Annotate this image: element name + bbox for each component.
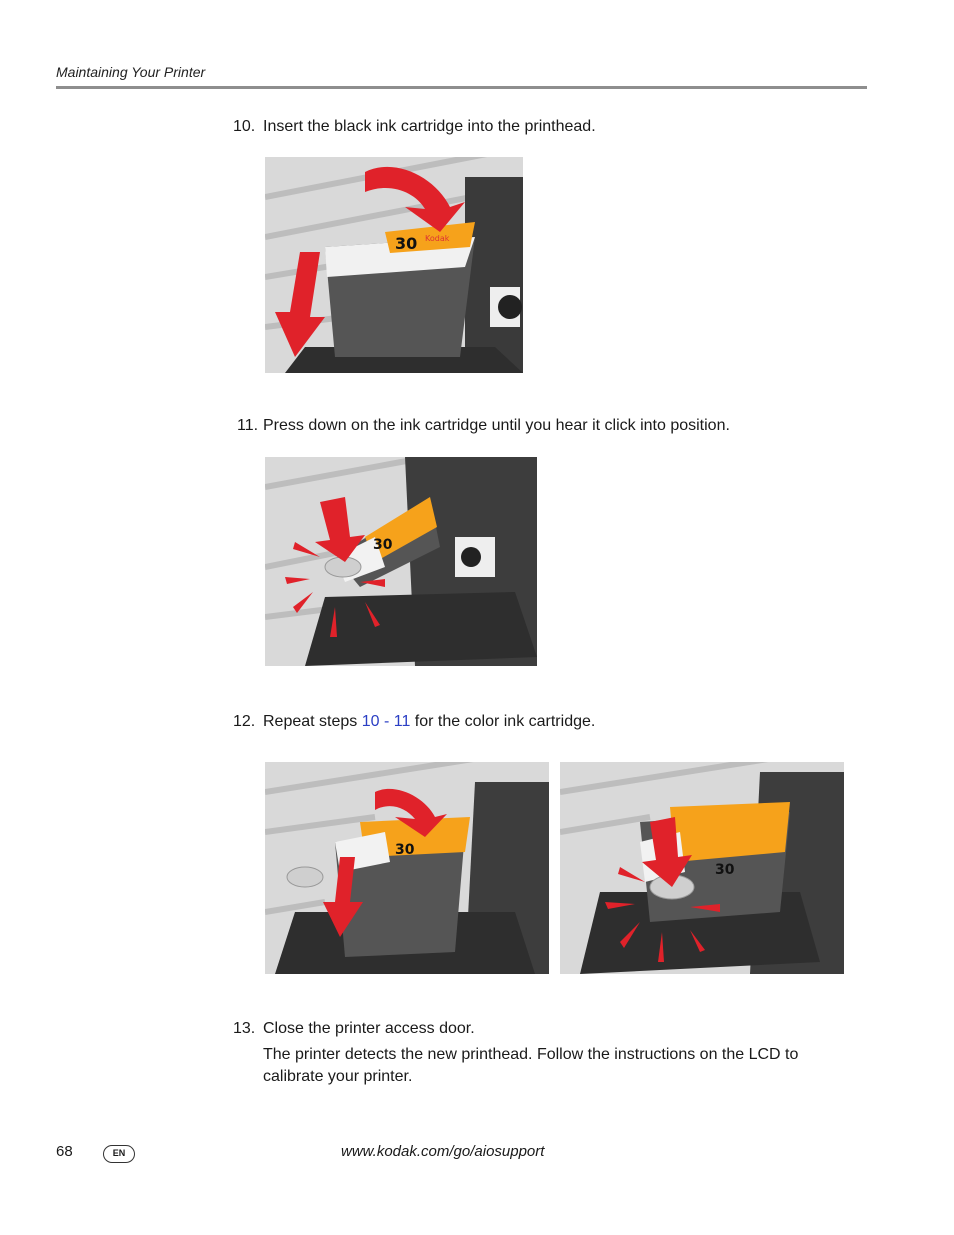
page-number: 68 (56, 1143, 73, 1160)
step-12: 12. Repeat steps 10 - 11 for the color in… (233, 711, 595, 733)
figure-insert-black-cartridge: 30 Kodak (265, 157, 523, 373)
step-text: Close the printer access door. (263, 1020, 475, 1037)
step-number: 12. (233, 713, 256, 730)
cartridge-label-30: 30 (373, 537, 393, 553)
step-13: 13. Close the printer access door. (233, 1018, 475, 1040)
figure-insert-color-cartridge: 30 (265, 762, 549, 974)
support-url[interactable]: www.kodak.com/go/aiosupport (341, 1143, 545, 1160)
step-11: 11.Press down on the ink cartridge until… (237, 415, 730, 437)
figure-press-black-cartridge: 30 (265, 457, 537, 666)
language-badge: EN (103, 1145, 135, 1163)
cartridge-label-30: 30 (395, 842, 415, 858)
step-10: 10. Insert the black ink cartridge into t… (233, 116, 596, 138)
step-text: Insert the black ink cartridge into the … (263, 118, 596, 135)
step-text-after: for the color ink cartridge. (410, 713, 596, 730)
cartridge-label-30: 30 (715, 862, 735, 878)
step-number: 13. (233, 1020, 256, 1037)
header-rule (56, 86, 867, 89)
step-number: 10. (233, 118, 256, 135)
step-13-body: The printer detects the new printhead. F… (263, 1046, 799, 1085)
header-title: Maintaining Your Printer (56, 64, 206, 80)
step-link-separator: - (379, 713, 394, 730)
figure-press-color-cartridge: 30 (560, 762, 844, 974)
cartridge-label-30: 30 (395, 234, 417, 253)
cartridge-brand: Kodak (425, 234, 450, 243)
step-11-link[interactable]: 11 (393, 713, 411, 730)
step-10-link[interactable]: 10 (361, 713, 380, 730)
step-text-before: Repeat steps (263, 713, 362, 730)
step-text: Press down on the ink cartridge until yo… (263, 417, 730, 434)
step-number: 11. (237, 417, 259, 434)
